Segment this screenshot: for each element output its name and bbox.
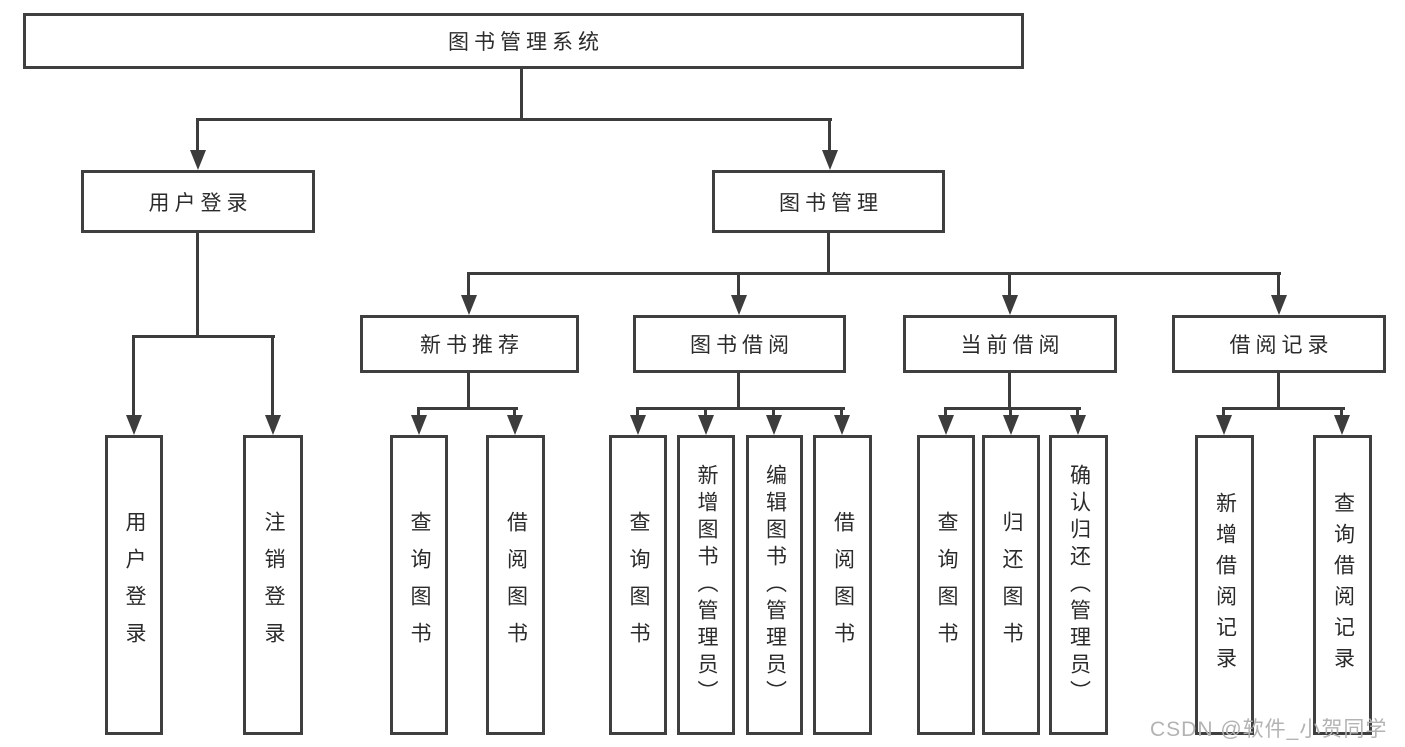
connector-line (467, 272, 470, 297)
connector-line (944, 407, 1081, 410)
connector-line (467, 272, 1281, 275)
leaf-query-books-recommend: 查询图书 (390, 435, 448, 735)
node-book-management: 图书管理 (712, 170, 945, 233)
connector-line (636, 407, 845, 410)
leaf-label: 查询图书 (935, 511, 959, 659)
connector-line (1340, 407, 1343, 417)
connector-line (467, 373, 470, 410)
leaf-query-books-borrow: 查询图书 (609, 435, 667, 735)
connector-line (704, 407, 707, 417)
leaf-label: 新增图书（管理员） (695, 463, 719, 707)
connector-line (944, 407, 947, 417)
leaf-label: 借阅图书 (831, 511, 855, 659)
connector-line (132, 335, 275, 338)
leaf-label: 注销登录 (262, 511, 286, 659)
leaf-logout-login: 注销登录 (243, 435, 303, 735)
node-current-borrow: 当前借阅 (903, 315, 1117, 373)
leaf-label: 新增借阅记录 (1213, 492, 1237, 678)
leaf-edit-books-admin: 编辑图书（管理员） (746, 435, 803, 735)
leaf-add-borrow-record: 新增借阅记录 (1195, 435, 1254, 735)
arrowhead-down-icon (1271, 295, 1287, 315)
connector-line (417, 407, 518, 410)
connector-line (513, 407, 516, 417)
connector-line (520, 68, 523, 120)
arrowhead-down-icon (507, 415, 523, 435)
node-root: 图书管理系统 (23, 13, 1024, 69)
leaf-label: 查询图书 (627, 511, 651, 659)
connector-line (196, 118, 199, 153)
arrowhead-down-icon (126, 415, 142, 435)
connector-line (1009, 407, 1012, 417)
connector-line (1277, 272, 1280, 297)
connector-line (737, 373, 740, 410)
arrowhead-down-icon (1334, 415, 1350, 435)
connector-line (1277, 373, 1280, 410)
leaf-label: 用户登录 (123, 511, 147, 659)
leaf-return-books: 归还图书 (982, 435, 1040, 735)
connector-line (828, 118, 831, 153)
leaf-label: 查询借阅记录 (1331, 492, 1355, 678)
arrowhead-down-icon (190, 150, 206, 170)
leaf-query-borrow-record: 查询借阅记录 (1313, 435, 1372, 735)
connector-line (417, 407, 420, 417)
node-user-login: 用户登录 (81, 170, 315, 233)
leaf-label: 确认归还（管理员） (1067, 463, 1091, 707)
connector-line (840, 407, 843, 417)
connector-line (1222, 407, 1225, 417)
arrowhead-down-icon (1003, 415, 1019, 435)
arrowhead-down-icon (698, 415, 714, 435)
arrowhead-down-icon (630, 415, 646, 435)
arrowhead-down-icon (1002, 295, 1018, 315)
connector-line (1008, 373, 1011, 410)
connector-line (271, 335, 274, 417)
node-borrow-records: 借阅记录 (1172, 315, 1386, 373)
leaf-label: 查询图书 (408, 511, 432, 659)
connector-line (196, 233, 199, 338)
csdn-watermark: CSDN @软件_小贺同学 (1150, 718, 1388, 741)
arrowhead-down-icon (265, 415, 281, 435)
leaf-borrow-books: 借阅图书 (813, 435, 872, 735)
connector-line (1222, 407, 1345, 410)
connector-line (737, 272, 740, 297)
connector-line (636, 407, 639, 417)
arrowhead-down-icon (1216, 415, 1232, 435)
arrowhead-down-icon (731, 295, 747, 315)
arrowhead-down-icon (461, 295, 477, 315)
leaf-query-books-current: 查询图书 (917, 435, 975, 735)
arrowhead-down-icon (938, 415, 954, 435)
arrowhead-down-icon (766, 415, 782, 435)
node-book-borrow: 图书借阅 (633, 315, 846, 373)
connector-line (772, 407, 775, 417)
connector-line (1076, 407, 1079, 417)
leaf-label: 借阅图书 (504, 511, 528, 659)
connector-line (132, 335, 135, 417)
leaf-user-login: 用户登录 (105, 435, 163, 735)
leaf-label: 编辑图书（管理员） (763, 463, 787, 707)
leaf-add-books-admin: 新增图书（管理员） (677, 435, 735, 735)
node-new-book-recommend: 新书推荐 (360, 315, 579, 373)
arrowhead-down-icon (411, 415, 427, 435)
connector-line (827, 233, 830, 275)
arrowhead-down-icon (1070, 415, 1086, 435)
connector-line (1008, 272, 1011, 297)
leaf-borrow-books-recommend: 借阅图书 (486, 435, 545, 735)
leaf-label: 归还图书 (1000, 511, 1024, 659)
leaf-confirm-return-admin: 确认归还（管理员） (1049, 435, 1108, 735)
arrowhead-down-icon (822, 150, 838, 170)
connector-line (196, 118, 832, 121)
arrowhead-down-icon (834, 415, 850, 435)
